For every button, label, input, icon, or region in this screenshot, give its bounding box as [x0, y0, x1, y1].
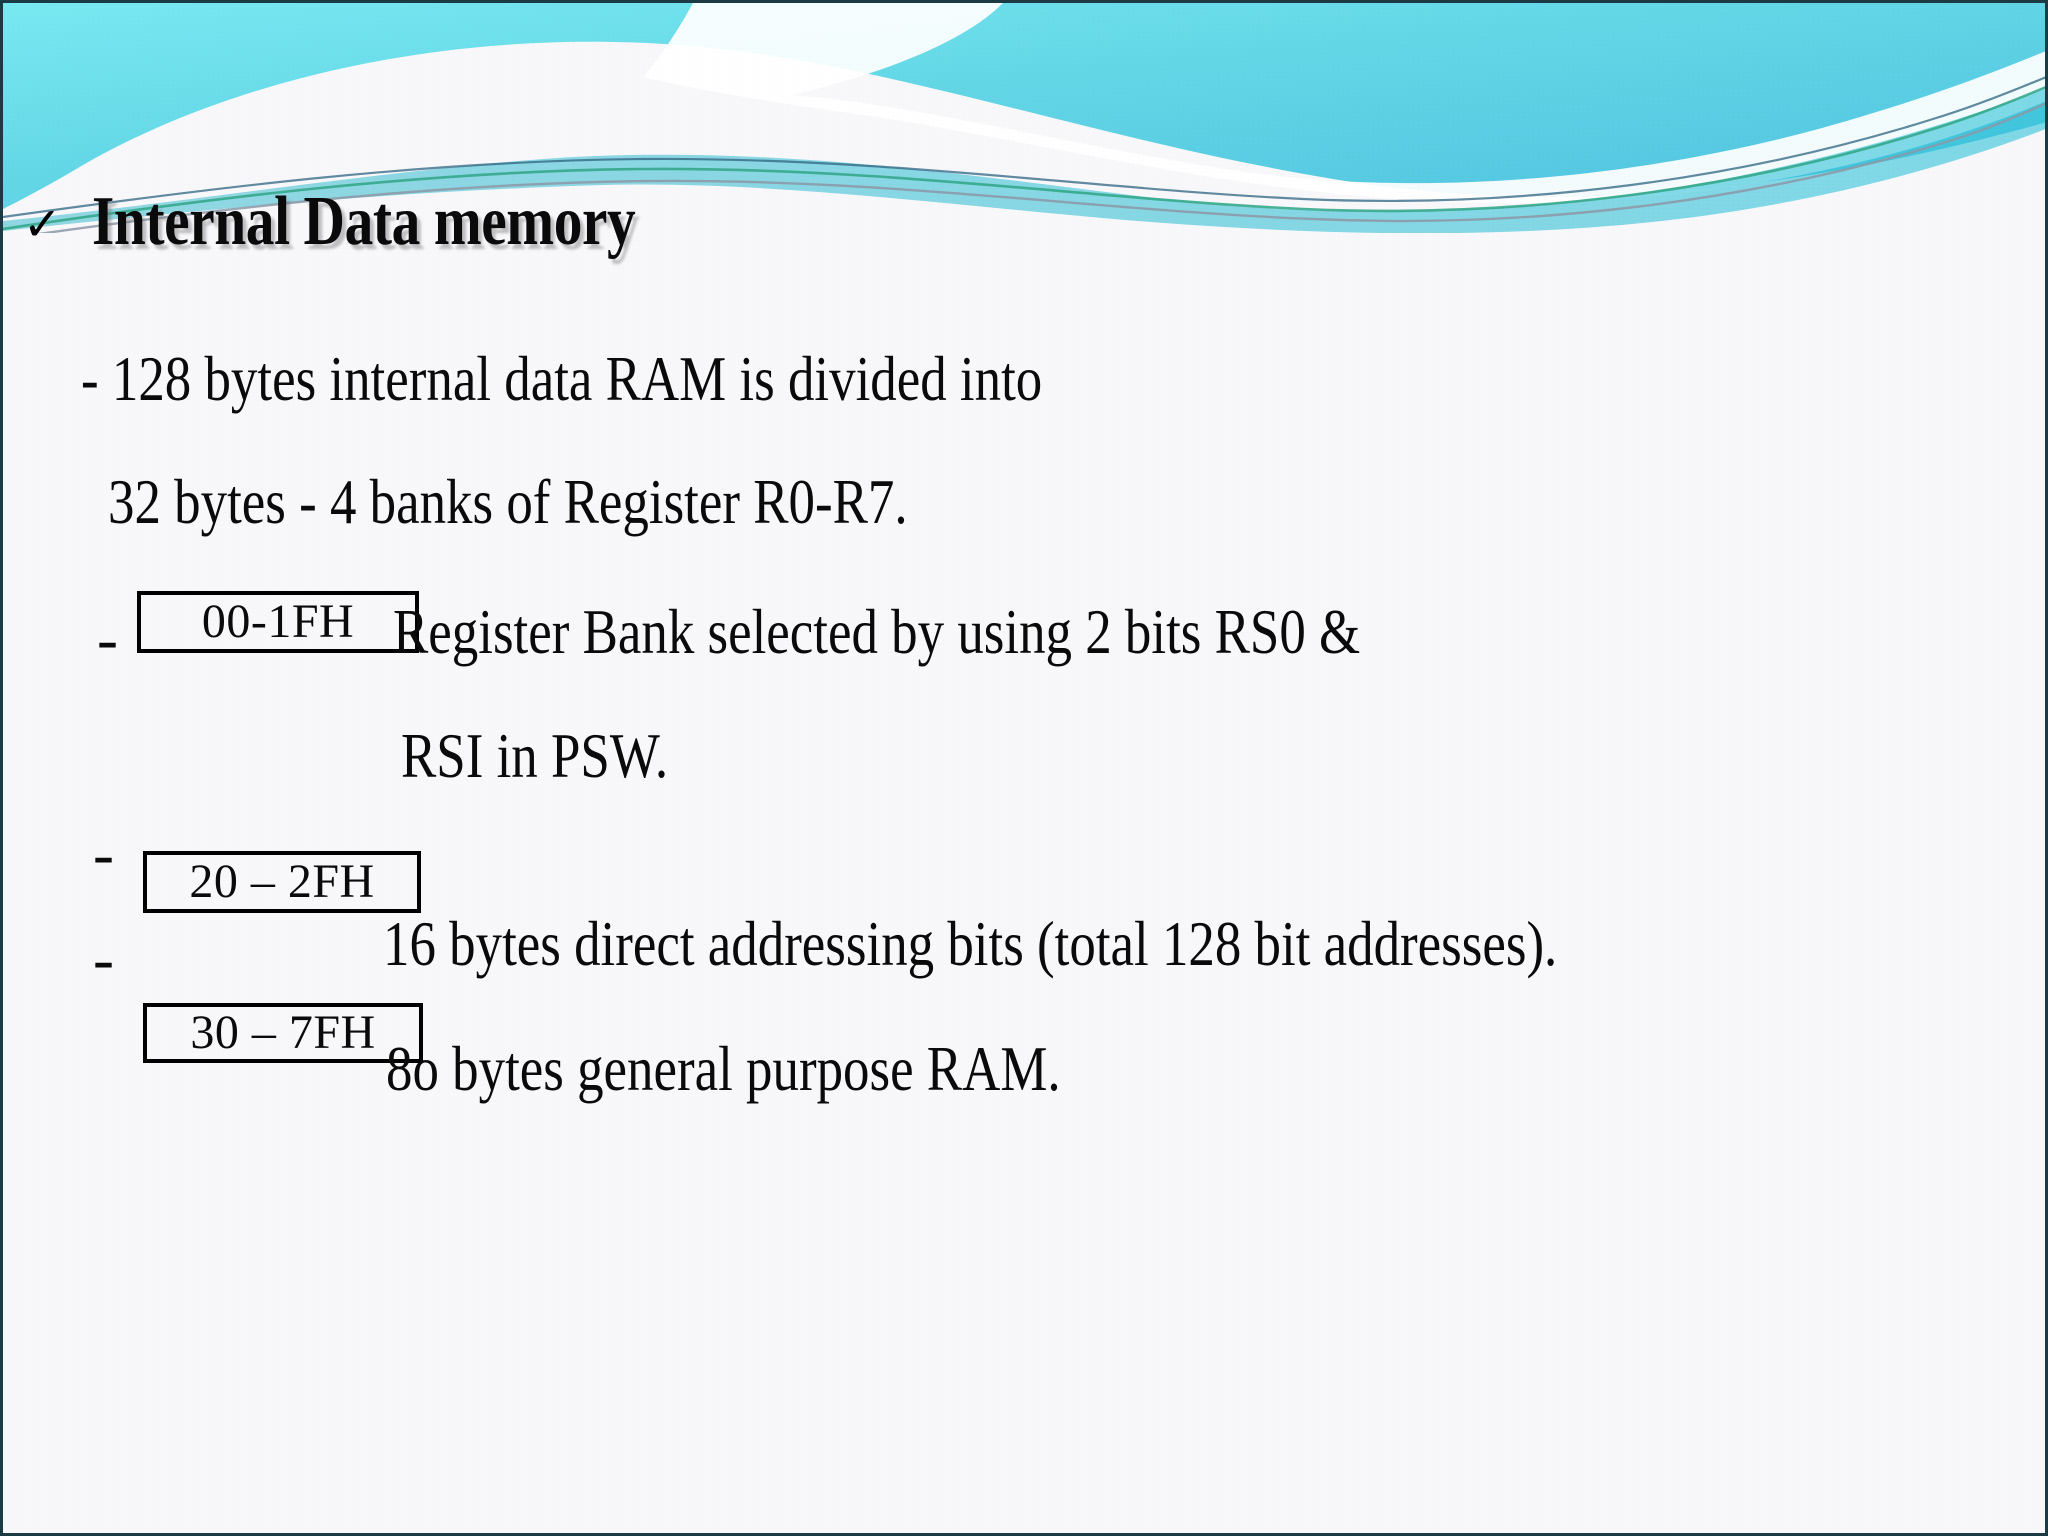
address-box-30-7fh: 30 – 7FH	[143, 1003, 423, 1063]
dash-marker-1: -	[97, 604, 118, 674]
slide-heading: ✓ Internal Data memory	[23, 187, 754, 257]
address-box-00-1fh: 00-1FH	[137, 591, 419, 653]
body-line-1: - 128 bytes internal data RAM is divided…	[81, 344, 1043, 414]
body-line-3: Register Bank selected by using 2 bits R…	[393, 597, 1361, 667]
slide-content: ✓ Internal Data memory - 128 bytes inter…	[3, 3, 2045, 1533]
dash-marker-3: -	[93, 924, 114, 994]
address-box-20-2fh: 20 – 2FH	[143, 851, 421, 913]
body-line-2: 32 bytes - 4 banks of Register R0-R7.	[108, 467, 908, 537]
page-title: Internal Data memory	[91, 183, 636, 260]
header-wave-decoration	[3, 3, 2045, 233]
body-line-6: 8o bytes general purpose RAM.	[386, 1034, 1061, 1104]
dash-marker-2: -	[93, 819, 114, 889]
body-line-5: 16 bytes direct addressing bits (total 1…	[383, 909, 1558, 979]
checkmark-bullet-icon: ✓	[23, 197, 62, 251]
body-line-4: RSI in PSW.	[401, 721, 669, 791]
